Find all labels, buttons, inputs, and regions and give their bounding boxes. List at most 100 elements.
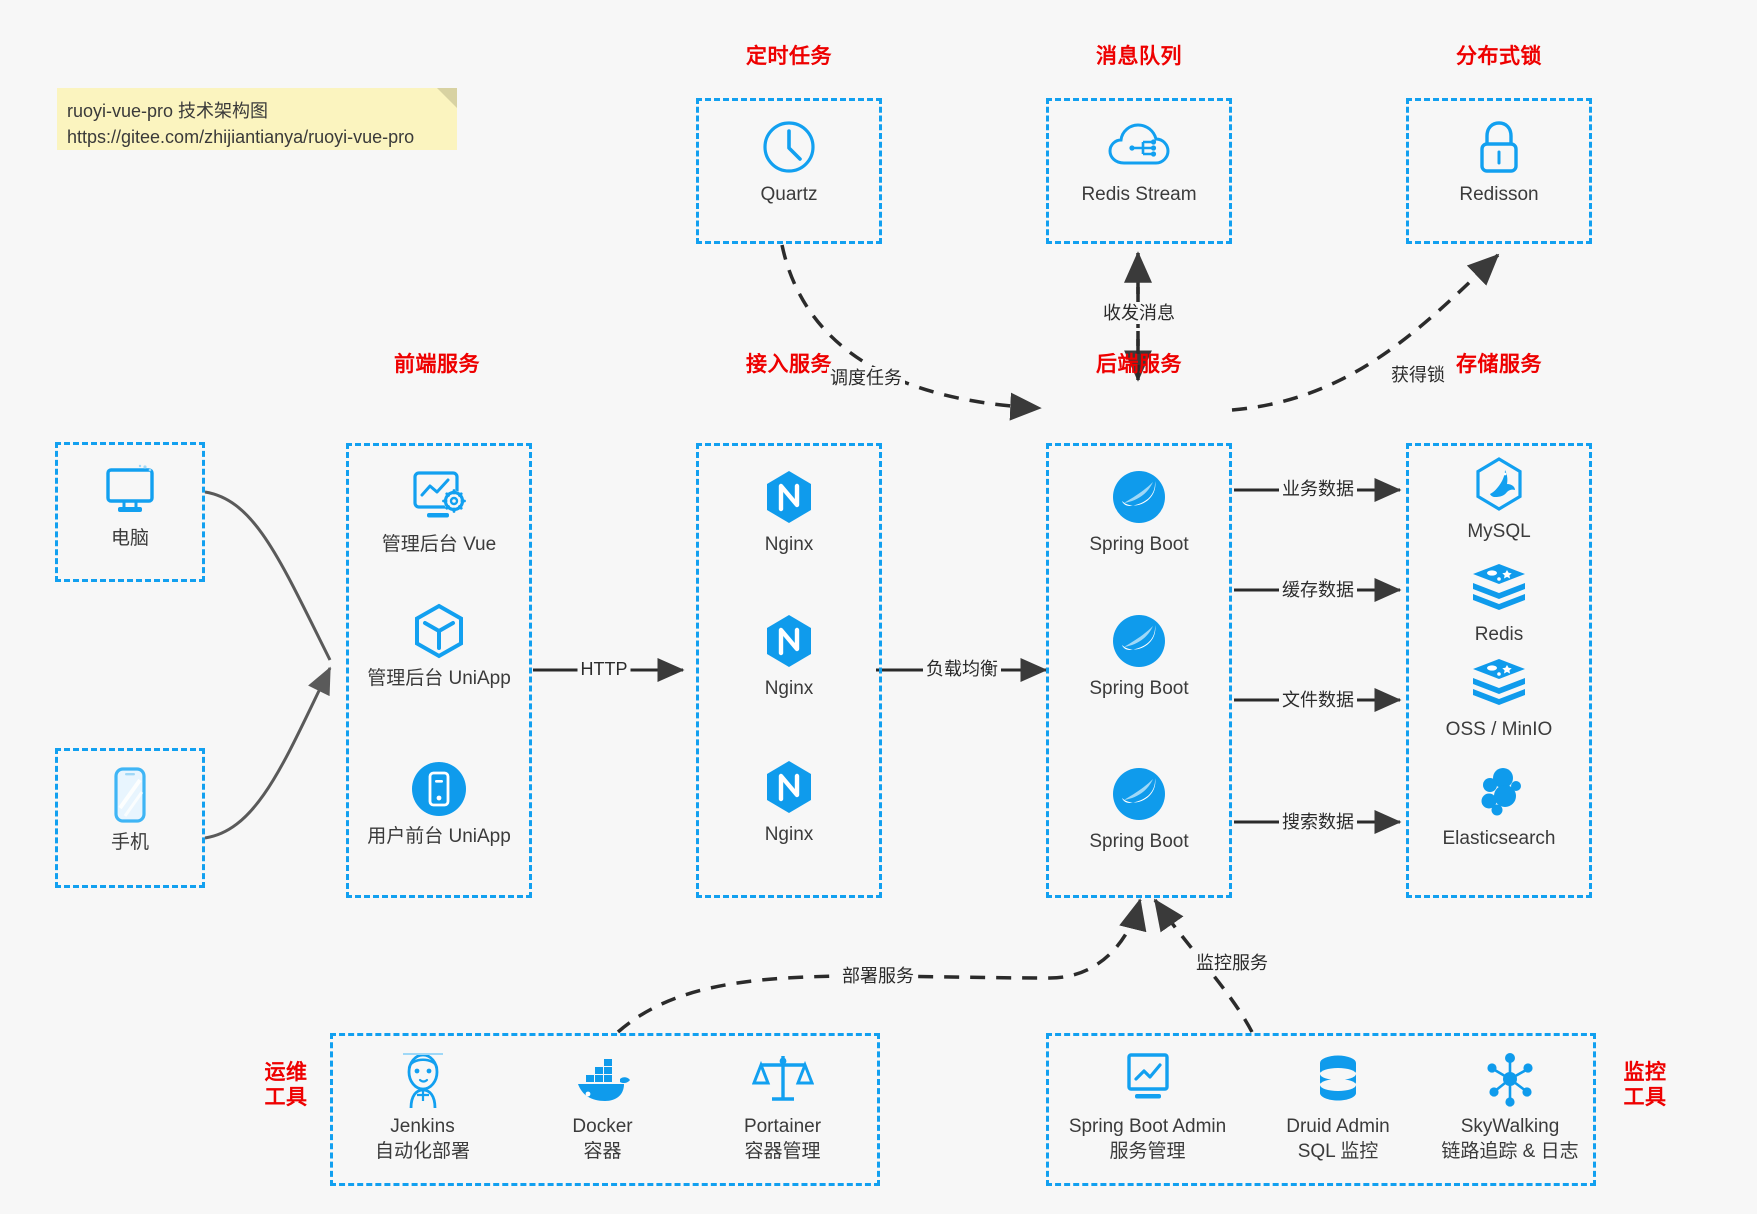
edge-label-load-balance: 负载均衡 bbox=[923, 658, 1001, 680]
node-springboot-3[interactable]: Spring Boot bbox=[1046, 765, 1232, 854]
caption-gateway-service: 接入服务 bbox=[746, 353, 832, 376]
node-docker[interactable]: Docker 容器 bbox=[525, 1050, 680, 1164]
node-spring-boot-admin[interactable]: Spring Boot Admin 服务管理 bbox=[1060, 1050, 1235, 1164]
node-label: 管理后台 UniApp bbox=[367, 668, 511, 689]
edge-label-file-data: 文件数据 bbox=[1279, 689, 1357, 711]
node-springboot-1[interactable]: Spring Boot bbox=[1046, 468, 1232, 557]
group-scheduled-task bbox=[696, 98, 882, 244]
node-skywalking[interactable]: SkyWalking 链路追踪 & 日志 bbox=[1430, 1050, 1590, 1164]
group-devops-tools bbox=[330, 1033, 880, 1186]
edge-label-business-data: 业务数据 bbox=[1279, 478, 1357, 500]
group-pc bbox=[55, 442, 205, 582]
node-sublabel: 服务管理 bbox=[1109, 1141, 1186, 1162]
caption-devops-tools: 运维 工具 bbox=[264, 1061, 308, 1109]
node-label: 管理后台 Vue bbox=[381, 534, 497, 555]
mysql-dolphin-icon bbox=[1472, 455, 1526, 513]
node-oss-minio[interactable]: OSS / MinIO bbox=[1406, 653, 1592, 742]
node-label: Spring Boot bbox=[1089, 831, 1189, 852]
node-label: Nginx bbox=[764, 534, 814, 555]
node-sublabel: SQL 监控 bbox=[1297, 1141, 1379, 1162]
node-label: 用户前台 UniApp bbox=[367, 826, 511, 847]
node-sublabel: 链路追踪 & 日志 bbox=[1441, 1141, 1579, 1162]
edge-label-schedule-task: 调度任务 bbox=[827, 367, 905, 389]
node-label: Elasticsearch bbox=[1442, 828, 1556, 849]
node-nginx-2[interactable]: Nginx bbox=[696, 612, 882, 701]
monitor-chart-icon bbox=[1119, 1050, 1177, 1108]
group-monitor-tools bbox=[1046, 1033, 1596, 1186]
note-url: https://gitee.com/zhijiantianya/ruoyi-vu… bbox=[67, 127, 415, 147]
node-springboot-2[interactable]: Spring Boot bbox=[1046, 612, 1232, 701]
node-label: OSS / MinIO bbox=[1445, 719, 1553, 740]
note-fold-corner bbox=[437, 88, 457, 108]
spring-leaf-icon bbox=[1110, 612, 1168, 670]
node-label: Redis bbox=[1474, 624, 1524, 645]
node-uniapp-admin[interactable]: 管理后台 UniApp bbox=[346, 602, 532, 691]
node-vue-admin[interactable]: 管理后台 Vue bbox=[346, 468, 532, 557]
node-nginx-3[interactable]: Nginx bbox=[696, 758, 882, 847]
group-frontend-service bbox=[346, 443, 532, 898]
node-redis[interactable]: Redis bbox=[1406, 558, 1592, 647]
node-pc[interactable]: 电脑 bbox=[55, 462, 205, 551]
node-jenkins[interactable]: Jenkins 自动化部署 bbox=[345, 1050, 500, 1164]
edge-label-acquire-lock: 获得锁 bbox=[1388, 364, 1448, 386]
nginx-icon bbox=[762, 468, 816, 526]
spring-leaf-icon bbox=[1110, 765, 1168, 823]
redis-stack-icon bbox=[1470, 653, 1528, 711]
node-label: Nginx bbox=[764, 824, 814, 845]
node-label: Quartz bbox=[760, 184, 818, 205]
node-phone[interactable]: 手机 bbox=[55, 766, 205, 855]
elasticsearch-icon bbox=[1470, 762, 1528, 820]
node-label: SkyWalking bbox=[1460, 1116, 1560, 1137]
mobile-app-icon bbox=[410, 760, 468, 818]
portainer-scales-icon bbox=[751, 1050, 814, 1108]
caption-frontend-service: 前端服务 bbox=[394, 353, 480, 376]
jenkins-butler-icon bbox=[395, 1050, 451, 1109]
node-redis-stream[interactable]: Redis Stream bbox=[1046, 118, 1232, 207]
cloud-stream-icon bbox=[1107, 118, 1171, 176]
sticky-note: ruoyi-vue-pro 技术架构图 https://gitee.com/zh… bbox=[57, 88, 457, 150]
node-label: Spring Boot Admin bbox=[1068, 1116, 1227, 1137]
edge-label-monitor-service: 监控服务 bbox=[1193, 952, 1271, 974]
node-elasticsearch[interactable]: Elasticsearch bbox=[1406, 762, 1592, 851]
edge-label-search-data: 搜索数据 bbox=[1279, 811, 1357, 833]
database-icon bbox=[1310, 1050, 1366, 1108]
node-nginx-1[interactable]: Nginx bbox=[696, 468, 882, 557]
node-sublabel: 自动化部署 bbox=[374, 1141, 470, 1162]
node-label: MySQL bbox=[1467, 521, 1531, 542]
group-message-queue bbox=[1046, 98, 1232, 244]
group-distributed-lock bbox=[1406, 98, 1592, 244]
edge-label-http: HTTP bbox=[577, 658, 631, 680]
node-label: Redis Stream bbox=[1081, 184, 1197, 205]
node-sublabel: 容器管理 bbox=[744, 1141, 821, 1162]
edge-label-cache-data: 缓存数据 bbox=[1279, 579, 1357, 601]
caption-storage-service: 存储服务 bbox=[1456, 353, 1542, 376]
group-phone bbox=[55, 748, 205, 888]
caption-backend-service: 后端服务 bbox=[1096, 353, 1182, 376]
node-label: Docker bbox=[572, 1116, 633, 1137]
edge-label-send-receive-message: 收发消息 bbox=[1100, 302, 1178, 324]
nginx-icon bbox=[762, 758, 816, 816]
node-label: 电脑 bbox=[110, 528, 149, 549]
skywalking-node-icon bbox=[1481, 1050, 1539, 1108]
cube-icon bbox=[411, 602, 467, 660]
docker-whale-icon bbox=[572, 1050, 634, 1108]
nginx-icon bbox=[762, 612, 816, 670]
node-druid-admin[interactable]: Druid Admin SQL 监控 bbox=[1258, 1050, 1418, 1164]
node-label: Redisson bbox=[1459, 184, 1539, 205]
caption-distributed-lock: 分布式锁 bbox=[1456, 45, 1542, 68]
node-portainer[interactable]: Portainer 容器管理 bbox=[705, 1050, 860, 1164]
node-redisson[interactable]: Redisson bbox=[1406, 118, 1592, 207]
node-uniapp-user[interactable]: 用户前台 UniApp bbox=[346, 760, 532, 849]
node-mysql[interactable]: MySQL bbox=[1406, 455, 1592, 544]
group-storage-service bbox=[1406, 443, 1592, 898]
spring-leaf-icon bbox=[1110, 468, 1168, 526]
node-label: Druid Admin bbox=[1286, 1116, 1390, 1137]
caption-scheduled-task: 定时任务 bbox=[746, 45, 832, 68]
clock-icon bbox=[760, 118, 818, 176]
dashboard-gear-icon bbox=[408, 468, 470, 526]
redis-stack-icon bbox=[1470, 558, 1528, 616]
node-quartz[interactable]: Quartz bbox=[696, 118, 882, 207]
smartphone-icon bbox=[110, 766, 150, 824]
caption-message-queue: 消息队列 bbox=[1096, 45, 1182, 68]
node-label: Jenkins bbox=[390, 1116, 455, 1137]
